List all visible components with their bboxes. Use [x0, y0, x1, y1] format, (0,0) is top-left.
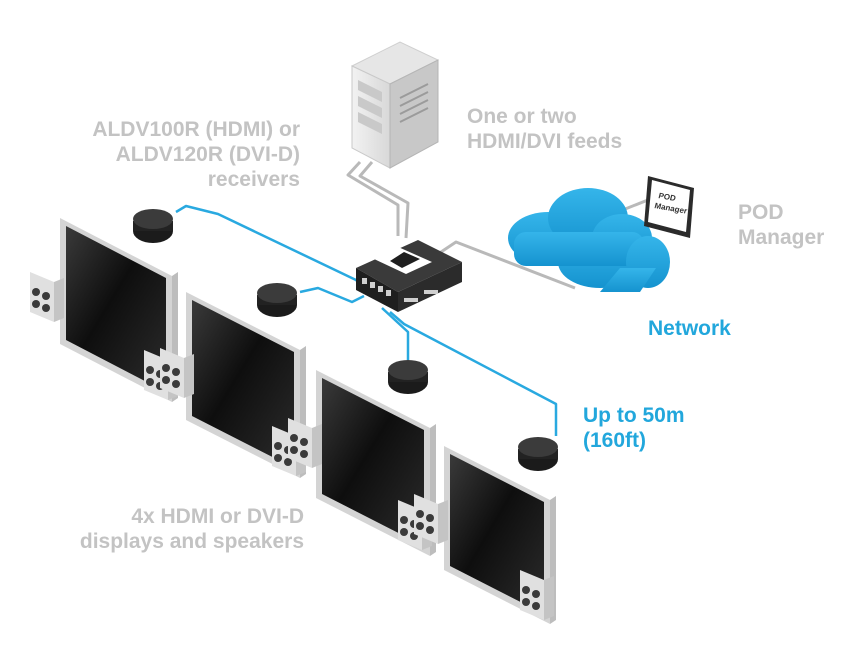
receiver-puck-icon	[133, 209, 558, 471]
speaker-icon	[520, 570, 554, 620]
pod-panel-line1: POD	[658, 191, 677, 203]
display-monitor-icon	[186, 292, 306, 478]
display-monitor-icon	[60, 218, 178, 402]
displays-label: 4x HDMI or DVI-D displays and speakers	[79, 505, 304, 553]
feeds-label: One or two HDMI/DVI feeds	[467, 105, 623, 153]
network-label: Network	[648, 317, 731, 340]
speaker-icon	[288, 418, 322, 468]
transmitter-hub-icon	[356, 240, 462, 312]
network-cloud-icon	[508, 188, 670, 292]
tower-pc-icon	[350, 41, 440, 169]
speaker-icon	[414, 494, 448, 544]
distance-label: Up to 50m (160ft)	[583, 404, 685, 452]
receivers-label: ALDV100R (HDMI) or ALDV120R (DVI-D) rece…	[92, 118, 300, 191]
speaker-icon	[30, 272, 64, 322]
pod-manager-panel: POD Manager	[644, 176, 694, 238]
pod-manager-label: POD Manager	[738, 201, 825, 249]
speaker-icon	[160, 348, 194, 398]
